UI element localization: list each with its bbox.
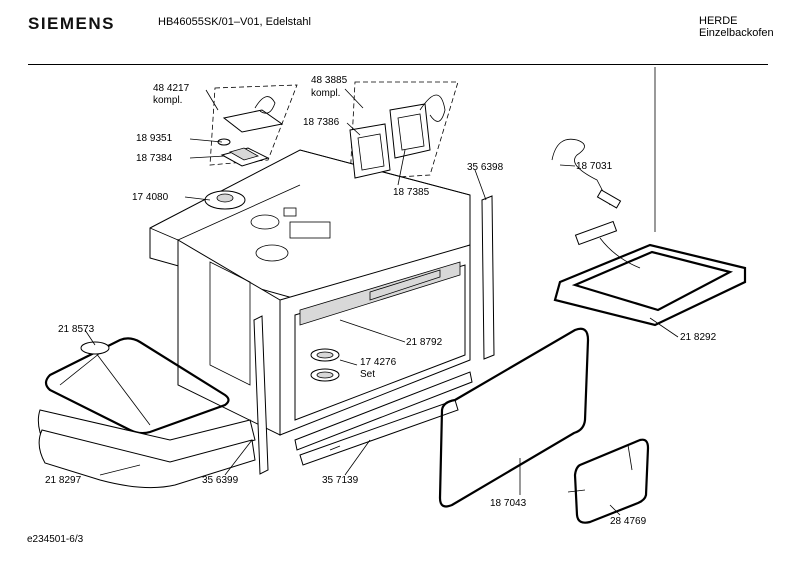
appliance-category: HERDE Einzelbackofen — [699, 15, 774, 39]
category-line-1: HERDE — [699, 15, 738, 27]
temperature-sensor — [551, 138, 622, 209]
wire-rack — [567, 438, 650, 524]
door-seal — [438, 327, 590, 508]
front-rail — [294, 371, 473, 451]
part-484217-assembly — [217, 96, 284, 167]
side-rail-left — [253, 315, 269, 475]
brand-logo: SIEMENS — [28, 14, 116, 33]
label-218792: 21 8792 — [406, 337, 443, 348]
label-187385: 18 7385 — [393, 187, 430, 198]
fan-set — [310, 348, 340, 382]
label-483885-note: kompl. — [311, 88, 340, 99]
label-218297: 21 8297 — [45, 475, 82, 486]
label-187384: 18 7384 — [136, 153, 173, 164]
label-356399: 35 6399 — [202, 475, 239, 486]
label-483885: 48 3885 — [311, 75, 348, 86]
label-218292: 21 8292 — [680, 332, 717, 343]
baking-trays — [37, 409, 256, 489]
label-484217: 48 4217 — [153, 83, 190, 94]
label-187386: 18 7386 — [303, 117, 340, 128]
label-218573: 21 8573 — [58, 324, 95, 335]
part-483885-assembly — [349, 94, 446, 179]
side-rail-right — [481, 195, 495, 360]
label-187043: 18 7043 — [490, 498, 527, 509]
leader-lines — [84, 88, 679, 516]
grill-heating-element — [553, 220, 747, 327]
document-code: e234501-6/3 — [27, 534, 84, 545]
label-357139: 35 7139 — [322, 475, 359, 486]
category-line-2: Einzelbackofen — [699, 27, 774, 39]
label-187031: 18 7031 — [576, 161, 613, 172]
oven-housing — [149, 149, 471, 436]
label-356398: 35 6398 — [467, 162, 504, 173]
group-box-484217 — [209, 84, 298, 166]
rotisserie-frame — [44, 337, 230, 435]
label-484217-note: kompl. — [153, 95, 182, 106]
model-designation: HB46055SK/01–V01, Edelstahl — [158, 16, 311, 28]
header-rule — [28, 64, 768, 65]
bottom-rail — [299, 399, 459, 466]
label-174276-note: Set — [360, 369, 375, 380]
label-189351: 18 9351 — [136, 133, 173, 144]
label-174080: 17 4080 — [132, 192, 169, 203]
label-284769: 28 4769 — [610, 516, 647, 527]
label-174276: 17 4276 — [360, 357, 397, 368]
